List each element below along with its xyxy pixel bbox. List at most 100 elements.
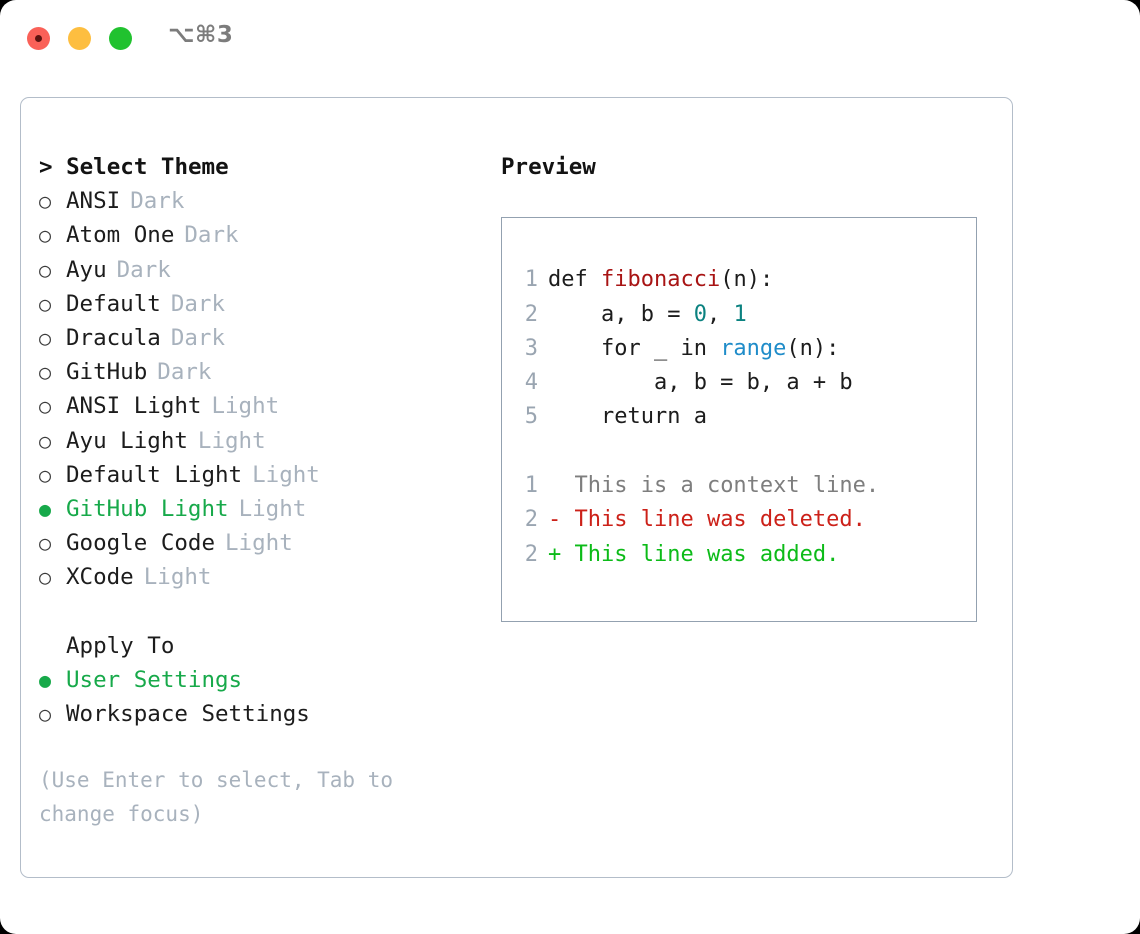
theme-option-ansi[interactable]: ○ ANSI Dark [39,184,499,218]
radio-unselected-icon: ○ [39,326,52,351]
code-line: 1 def fibonacci(n): [514,263,970,297]
theme-option-dracula[interactable]: ○ Dracula Dark [39,321,499,355]
theme-option-variant: Dark [130,188,185,215]
apply-to-option-label: User Settings [66,666,243,693]
theme-option-label: Default [66,290,161,317]
code-token-call: range [720,335,787,361]
theme-option-variant: Light [211,393,280,420]
theme-option-label: Ayu [66,256,107,283]
maximize-button[interactable] [109,27,132,50]
diff-line-text: This line was deleted. [561,507,866,533]
radio-unselected-icon: ○ [39,291,52,316]
code-line: 4 a, b = b, a + b [514,366,970,400]
code-line-number: 2 [524,301,538,327]
theme-option-label: ANSI Light [66,393,202,420]
select-theme-header: > Select Theme [39,154,229,180]
diff-line-text: This is a context line. [561,472,880,498]
keyboard-hint-text: (Use Enter to select, Tab to change focu… [39,768,394,827]
close-button[interactable] [27,27,50,50]
code-line: 2 a, b = 0, 1 [514,298,970,332]
code-token-num: 1 [733,301,747,327]
theme-option-ansi-light[interactable]: ○ ANSI Light Light [39,389,499,423]
theme-option-variant: Light [238,496,307,523]
radio-unselected-icon: ○ [39,531,52,556]
theme-option-variant: Light [197,427,266,454]
code-line: 5 return a [514,400,970,434]
apply-to-option-user-settings[interactable]: ● User Settings [39,663,499,697]
diff-line-number: 1 [524,472,538,498]
theme-option-github-light[interactable]: ● GitHub Light Light [39,492,499,526]
radio-selected-icon: ● [39,497,52,522]
apply-to-option-list: ● User Settings ○ Workspace Settings [39,663,499,731]
preview-header: Preview [501,154,596,180]
diff-marker [548,473,561,498]
code-line-number: 5 [524,404,538,430]
diff-line-added: 2+ This line was added. [514,538,970,572]
code-token-plain: def [548,267,601,293]
title-bar: ⌥⌘3 [0,0,1140,78]
radio-unselected-icon: ○ [39,189,52,214]
keyboard-shortcut-label: ⌥⌘3 [168,22,234,48]
radio-unselected-icon: ○ [39,428,52,453]
theme-option-variant: Dark [157,359,212,386]
theme-option-variant: Dark [184,222,239,249]
theme-option-ayu-light[interactable]: ○ Ayu Light Light [39,424,499,458]
code-line-number: 4 [524,370,538,396]
code-token-plain: a, b = b, a + b [548,370,853,396]
diff-sample: 1 This is a context line. 2- This line wa… [514,469,970,572]
theme-option-label: Google Code [66,530,216,557]
theme-option-xcode[interactable]: ○ XCode Light [39,560,499,594]
diff-line-number: 2 [524,507,538,533]
theme-option-variant: Light [225,530,293,557]
theme-option-label: Ayu Light [66,427,188,454]
code-token-num: 0 [693,301,707,327]
radio-unselected-icon: ○ [39,223,52,248]
theme-option-label: Default Light [66,461,243,488]
theme-option-variant: Dark [116,256,171,283]
theme-option-variant: Light [252,461,320,488]
radio-unselected-icon: ○ [39,565,52,590]
traffic-light-group [27,27,132,50]
radio-unselected-icon: ○ [39,702,52,727]
radio-unselected-icon: ○ [39,394,52,419]
theme-option-label: ANSI [66,188,121,215]
diff-line-text: This line was added. [561,541,840,567]
apply-to-option-workspace-settings[interactable]: ○ Workspace Settings [39,697,499,731]
code-token-func: fibonacci [600,267,721,293]
theme-option-variant: Light [143,564,212,591]
theme-option-ayu[interactable]: ○ Ayu Dark [39,253,499,287]
section-spacer [39,595,499,629]
code-diff-spacer [514,435,970,469]
apply-to-option-label: Workspace Settings [66,701,310,728]
theme-option-label: GitHub [66,359,148,386]
minimize-button[interactable] [68,27,91,50]
theme-option-label: GitHub Light [66,496,229,523]
theme-option-label: XCode [66,564,134,591]
diff-line-deleted: 2- This line was deleted. [514,503,970,537]
diff-line-number: 2 [524,541,538,567]
code-line-number: 3 [524,335,538,361]
diff-marker: - [548,507,562,533]
theme-option-variant: Dark [170,325,226,352]
code-token-plain: , [706,301,734,327]
code-line-number: 1 [524,267,538,293]
radio-selected-icon: ● [39,667,52,692]
code-line: 3 for _ in range(n): [514,332,970,366]
code-token-plain: (n): [720,267,774,293]
theme-option-label: Dracula [66,325,161,352]
radio-unselected-icon: ○ [39,257,52,282]
theme-option-google-code[interactable]: ○ Google Code Light [39,526,499,560]
